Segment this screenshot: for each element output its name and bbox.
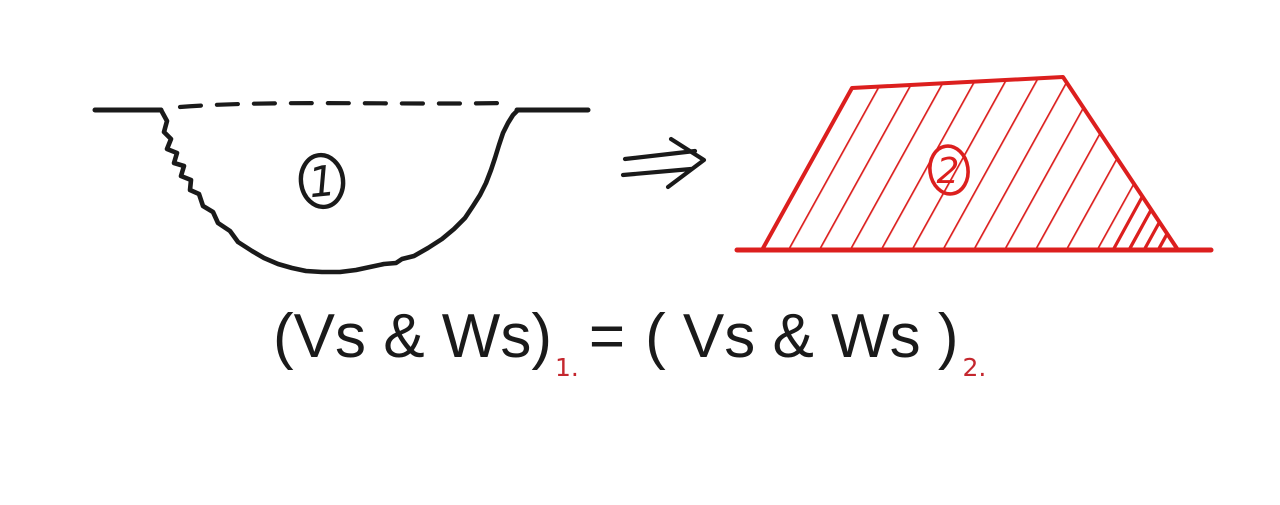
equation-lhs: (Vs & Ws) xyxy=(273,302,552,371)
embankment-number: 2 xyxy=(937,151,960,192)
equation-rhs-subscript: 2. xyxy=(962,353,987,382)
embankment-hatched-area xyxy=(762,77,1178,250)
equation-equals-sign: = xyxy=(588,302,626,371)
equation-lhs-subscript: 1. xyxy=(554,353,579,382)
equation-rhs: ( Vs & Ws ) xyxy=(645,302,959,371)
embankment-sketch: 2 xyxy=(734,75,1214,253)
arrow-bottom-line xyxy=(620,166,694,178)
original-ground-dashed-line xyxy=(177,100,507,110)
excavation-sketch: 1 xyxy=(92,100,591,275)
arrow-top-line xyxy=(622,148,698,162)
pit-number-circle xyxy=(298,152,346,210)
embankment-outline xyxy=(760,75,1180,252)
implies-arrow-icon xyxy=(620,136,707,190)
equation: (Vs & Ws) 1. = ( Vs & Ws ) 2. xyxy=(273,302,987,382)
arrow-head xyxy=(665,136,707,190)
embankment-number-circle xyxy=(928,144,970,196)
pit-number: 1 xyxy=(306,156,338,208)
pit-outline xyxy=(158,107,520,275)
